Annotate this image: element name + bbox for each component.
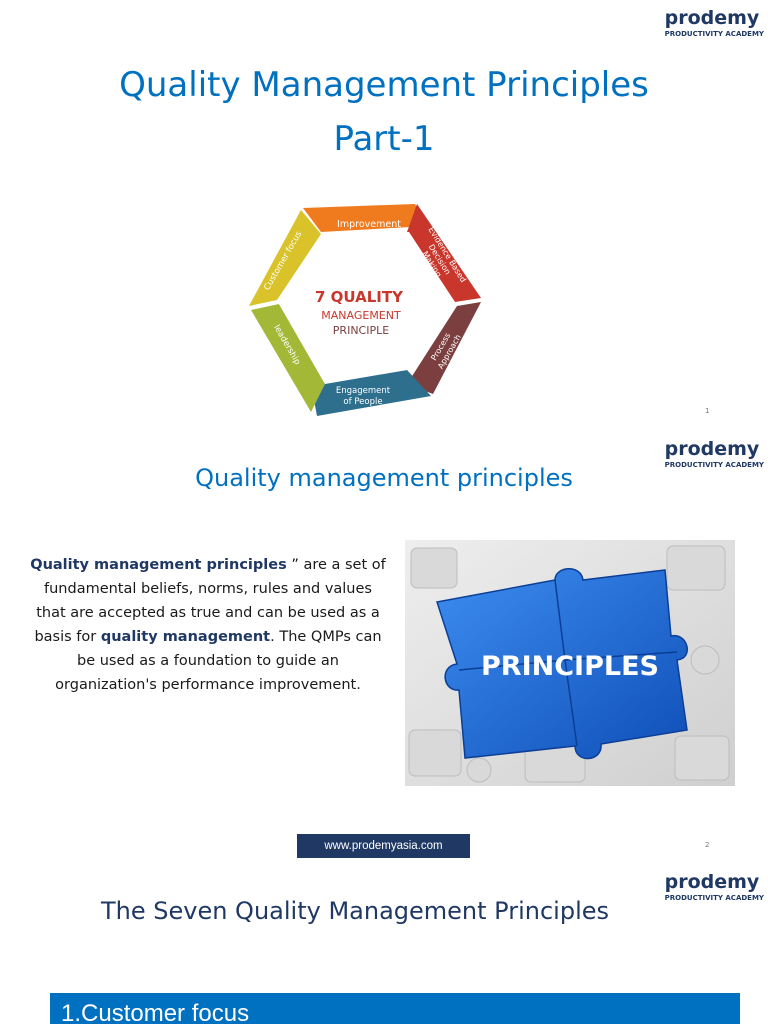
brand-tagline: PRODUCTIVITY ACADEMY: [664, 894, 764, 902]
brand-logo: prodemy PRODUCTIVITY ACADEMY: [665, 8, 764, 38]
wheel-center-line-1: 7 QUALITY: [315, 288, 404, 306]
brand-logo: prodemy PRODUCTIVITY ACADEMY: [665, 439, 764, 469]
term-quality-management-principles: Quality management principles: [30, 557, 287, 573]
wheel-segment-engagement: [311, 370, 431, 416]
slide-1: prodemy PRODUCTIVITY ACADEMY Quality Man…: [0, 0, 768, 425]
page-number-2: 2: [705, 841, 710, 849]
label-engagement-1: Engagement: [336, 386, 391, 396]
principles-description: Quality management principles ” are a se…: [30, 553, 386, 697]
principles-puzzle-image: PRINCIPLES: [405, 540, 735, 786]
slide-2-title: Quality management principles: [195, 464, 573, 492]
brand-name: prodemy: [664, 871, 760, 893]
wheel-center-line-2: MANAGEMENT: [321, 309, 401, 322]
term-quality-management: quality management: [100, 629, 271, 645]
wheel-segment-process: [407, 302, 481, 394]
slide-2: prodemy PRODUCTIVITY ACADEMY Quality man…: [0, 425, 768, 862]
slide-3: prodemy PRODUCTIVITY ACADEMY The Seven Q…: [0, 862, 768, 1024]
quality-principles-wheel: Improvement Evidence Based Decision Maki…: [249, 204, 481, 416]
description-part-1: ” are a set of fundamental beliefs, norm…: [34, 557, 386, 645]
wheel-segment-leadership: [251, 304, 325, 412]
wheel-segment-improvement: [303, 204, 429, 232]
slide-3-title: The Seven Quality Management Principles: [100, 897, 610, 925]
website-url-link[interactable]: www.prodemyasia.com: [297, 834, 470, 858]
brand-tagline: PRODUCTIVITY ACADEMY: [664, 30, 764, 38]
brand-logo: prodemy PRODUCTIVITY ACADEMY: [665, 872, 764, 902]
brand-tagline: PRODUCTIVITY ACADEMY: [664, 461, 764, 469]
slide-1-title-line-1: Quality Management Principles: [119, 65, 649, 105]
wheel-segment-evidence: [407, 204, 481, 302]
label-engagement-2: of People: [343, 397, 382, 407]
brand-name: prodemy: [664, 438, 760, 460]
wheel-center-line-3: PRINCIPLE: [333, 324, 389, 337]
description-part-2: . The QMPs can be used as a foundation t…: [55, 629, 382, 693]
slide-1-title-line-2: Part-1: [333, 119, 435, 159]
brand-name: prodemy: [664, 7, 760, 29]
label-improvement: Improvement: [337, 219, 401, 230]
wheel-segment-customer: [249, 210, 321, 306]
puzzle-word: PRINCIPLES: [481, 651, 659, 682]
page-number-1: 1: [705, 407, 710, 415]
principle-heading-bar: 1.Customer focus: [50, 993, 740, 1024]
principle-heading-customer-focus: 1.Customer focus: [61, 1000, 250, 1024]
